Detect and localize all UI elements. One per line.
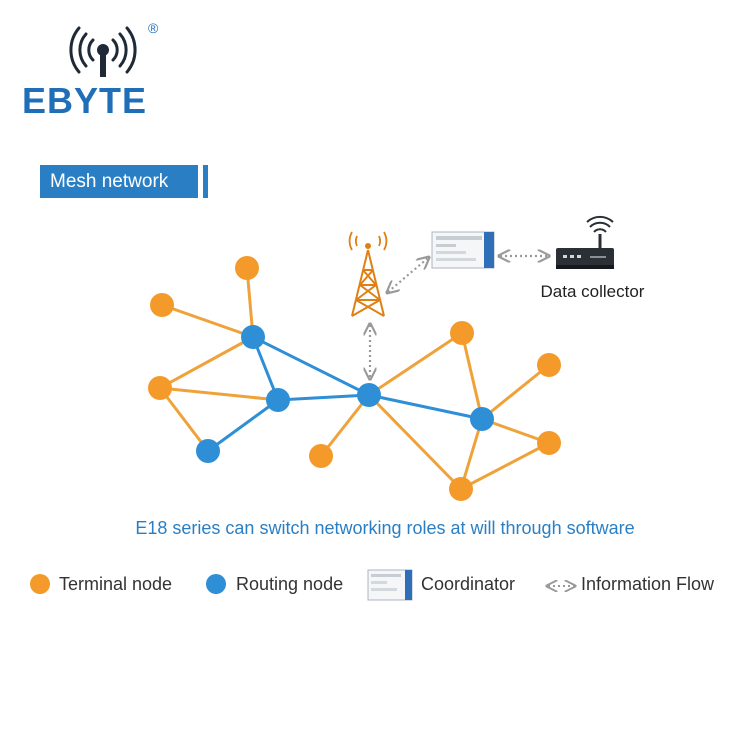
diagram-caption: E18 series can switch networking roles a… xyxy=(135,518,635,538)
legend-coordinator-icon xyxy=(367,569,413,601)
legend-terminal-node-label: Terminal node xyxy=(59,574,173,594)
terminal-node xyxy=(309,444,333,468)
link xyxy=(158,387,210,452)
routing-node xyxy=(266,388,290,412)
flow-arrow-tower-coordinator xyxy=(388,258,428,292)
terminal-node xyxy=(450,321,474,345)
link xyxy=(277,393,370,402)
terminal-node xyxy=(537,353,561,377)
legend-routing-node-label: Routing node xyxy=(236,574,344,594)
routing-links xyxy=(207,335,483,453)
link xyxy=(252,335,370,397)
ebyte-logo xyxy=(69,26,137,77)
link xyxy=(481,363,550,421)
link xyxy=(368,331,463,397)
legend-coordinator-label: Coordinator xyxy=(421,574,516,594)
link xyxy=(159,386,279,402)
routing-node xyxy=(196,439,220,463)
link xyxy=(159,335,254,390)
routing-node xyxy=(470,407,494,431)
terminal-node xyxy=(537,431,561,455)
link xyxy=(367,393,463,491)
terminal-node xyxy=(150,293,174,317)
cell-tower-icon xyxy=(348,231,388,317)
link xyxy=(460,441,550,491)
information-flow-arrows xyxy=(370,256,548,378)
terminal-nodes xyxy=(148,256,561,501)
wireless-signal-icon xyxy=(69,26,137,74)
routing-node xyxy=(241,325,265,349)
logo-wordmark: EBYTE xyxy=(22,80,148,121)
terminal-node xyxy=(235,256,259,280)
routing-nodes xyxy=(196,325,494,463)
router-icon xyxy=(556,215,614,269)
routing-node xyxy=(357,383,381,407)
section-title-bar xyxy=(203,165,208,198)
legend-information-flow-label: Information Flow xyxy=(581,574,715,594)
legend-terminal-node-icon xyxy=(30,574,50,594)
data-collector-label: Data collector xyxy=(540,282,645,301)
terminal-node xyxy=(449,477,473,501)
link xyxy=(368,393,483,421)
link xyxy=(459,418,484,490)
link xyxy=(319,394,371,457)
terminal-node xyxy=(148,376,172,400)
legend-routing-node-icon xyxy=(206,574,226,594)
coordinator-module-icon xyxy=(431,231,495,269)
link xyxy=(460,332,484,420)
registered-mark: ® xyxy=(148,20,159,36)
link xyxy=(161,303,254,339)
terminal-links xyxy=(158,267,550,491)
section-title: Mesh network xyxy=(40,165,198,198)
link xyxy=(207,398,279,453)
